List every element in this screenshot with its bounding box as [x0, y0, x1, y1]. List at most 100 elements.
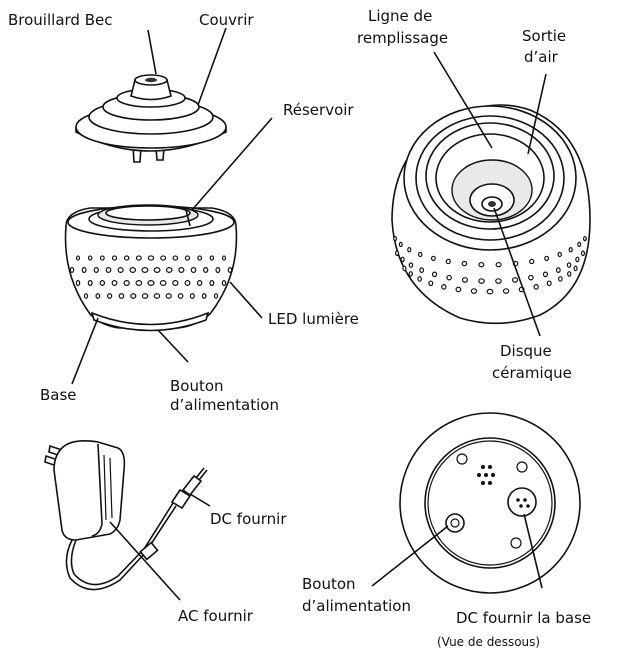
vent-hole [221, 280, 227, 287]
vent-hole [165, 293, 172, 299]
vent-hole [141, 293, 149, 299]
vent-hole [153, 293, 161, 299]
vent-hole [111, 280, 118, 287]
vent-hole [99, 280, 106, 287]
vent-hole [123, 280, 130, 287]
vent-hole [417, 251, 423, 258]
vent-hole [558, 276, 563, 282]
vent-hole [69, 267, 75, 274]
vent-hole [495, 261, 502, 268]
vent-hole [178, 267, 185, 274]
vent-hole [495, 278, 502, 284]
vent-hole [546, 280, 552, 287]
vent-hole [455, 286, 462, 293]
vent-hole [190, 267, 197, 274]
vent-hole [577, 241, 582, 248]
label-bottom-view: (Vue de dessous) [437, 635, 541, 649]
vent-hole [99, 255, 105, 261]
vent-hole [135, 280, 143, 287]
vent-hole [203, 267, 209, 274]
vent-hole [428, 280, 434, 287]
label-ac-supply: AC fournir [178, 607, 253, 625]
vent-hole [165, 267, 173, 274]
vent-hole [407, 247, 412, 253]
vent-hole [81, 267, 87, 274]
bottom-view-illustration [399, 412, 581, 594]
vent-hole [533, 284, 539, 290]
vent-hole [123, 255, 130, 261]
label-power-button-top-line2: d’alimentation [170, 396, 279, 414]
label-dc-supply-base: DC fournir la base [456, 609, 592, 627]
vent-hole [445, 258, 451, 265]
vent-hole [105, 267, 112, 274]
vent-hole [408, 271, 413, 277]
vent-hole [555, 267, 561, 273]
vent-hole [215, 267, 221, 274]
vent-hole [129, 267, 137, 274]
vent-hole [147, 255, 155, 261]
vent-hole [478, 278, 485, 284]
vent-hole [393, 235, 398, 242]
vent-hole [209, 280, 215, 287]
vent-hole [394, 250, 400, 257]
vent-hole [83, 293, 89, 299]
vent-hole [567, 271, 572, 277]
vent-hole [470, 288, 478, 294]
vent-hole [221, 255, 227, 261]
vent-hole [117, 267, 124, 274]
vent-hole [478, 261, 485, 268]
label-dc-supply: DC fournir [210, 510, 287, 528]
vent-hole [189, 293, 195, 299]
label-air-outlet-line1: Sortie [522, 27, 567, 45]
vent-hole [153, 267, 161, 274]
vent-hole [486, 288, 494, 295]
vent-hole [87, 280, 93, 287]
label-base: Base [40, 386, 77, 404]
base-illustration [64, 204, 238, 332]
label-reservoir: Réservoir [283, 101, 354, 119]
vent-hole [398, 241, 403, 248]
vent-hole [528, 274, 534, 281]
cover-illustration [75, 74, 227, 163]
vent-hole [573, 265, 578, 272]
vent-hole [400, 256, 405, 263]
vent-hole [184, 280, 191, 287]
leader-lines [71, 27, 547, 601]
vent-hole [159, 280, 167, 287]
vent-hole [431, 271, 438, 278]
label-fill-line-line2: remplissage [357, 29, 449, 47]
vent-hole [118, 293, 125, 299]
vent-hole [213, 293, 219, 299]
label-ceramic-disc-line1: Disque [500, 342, 552, 360]
vent-hole [197, 255, 203, 261]
vent-hole [227, 267, 233, 274]
vent-hole [575, 256, 580, 263]
label-led-light: LED lumière [268, 310, 359, 328]
vent-hole [580, 250, 586, 257]
vent-hole [417, 276, 422, 282]
vent-hole [441, 284, 447, 290]
vent-hole [160, 255, 167, 261]
vent-hole [544, 255, 550, 262]
vent-hole [172, 280, 179, 287]
vent-hole [93, 267, 99, 274]
top-view-illustration [391, 104, 591, 325]
label-power-button-bottom-line2: d’alimentation [302, 597, 411, 615]
vent-hole [502, 288, 510, 294]
vent-hole [430, 255, 436, 262]
vent-hole [130, 293, 137, 299]
vent-hole [111, 255, 118, 261]
label-mist-nozzle: Brouillard Bec [8, 11, 113, 29]
ac-adapter-illustration [44, 440, 208, 591]
vent-hole [446, 274, 452, 281]
label-power-button-top-line1: Bouton [170, 377, 224, 395]
vent-hole [75, 255, 81, 261]
vent-hole [408, 262, 414, 268]
vent-hole [582, 235, 587, 242]
vent-hole [529, 258, 535, 265]
vent-hole [209, 255, 215, 261]
label-cover: Couvrir [199, 11, 254, 29]
vent-hole [107, 293, 113, 299]
